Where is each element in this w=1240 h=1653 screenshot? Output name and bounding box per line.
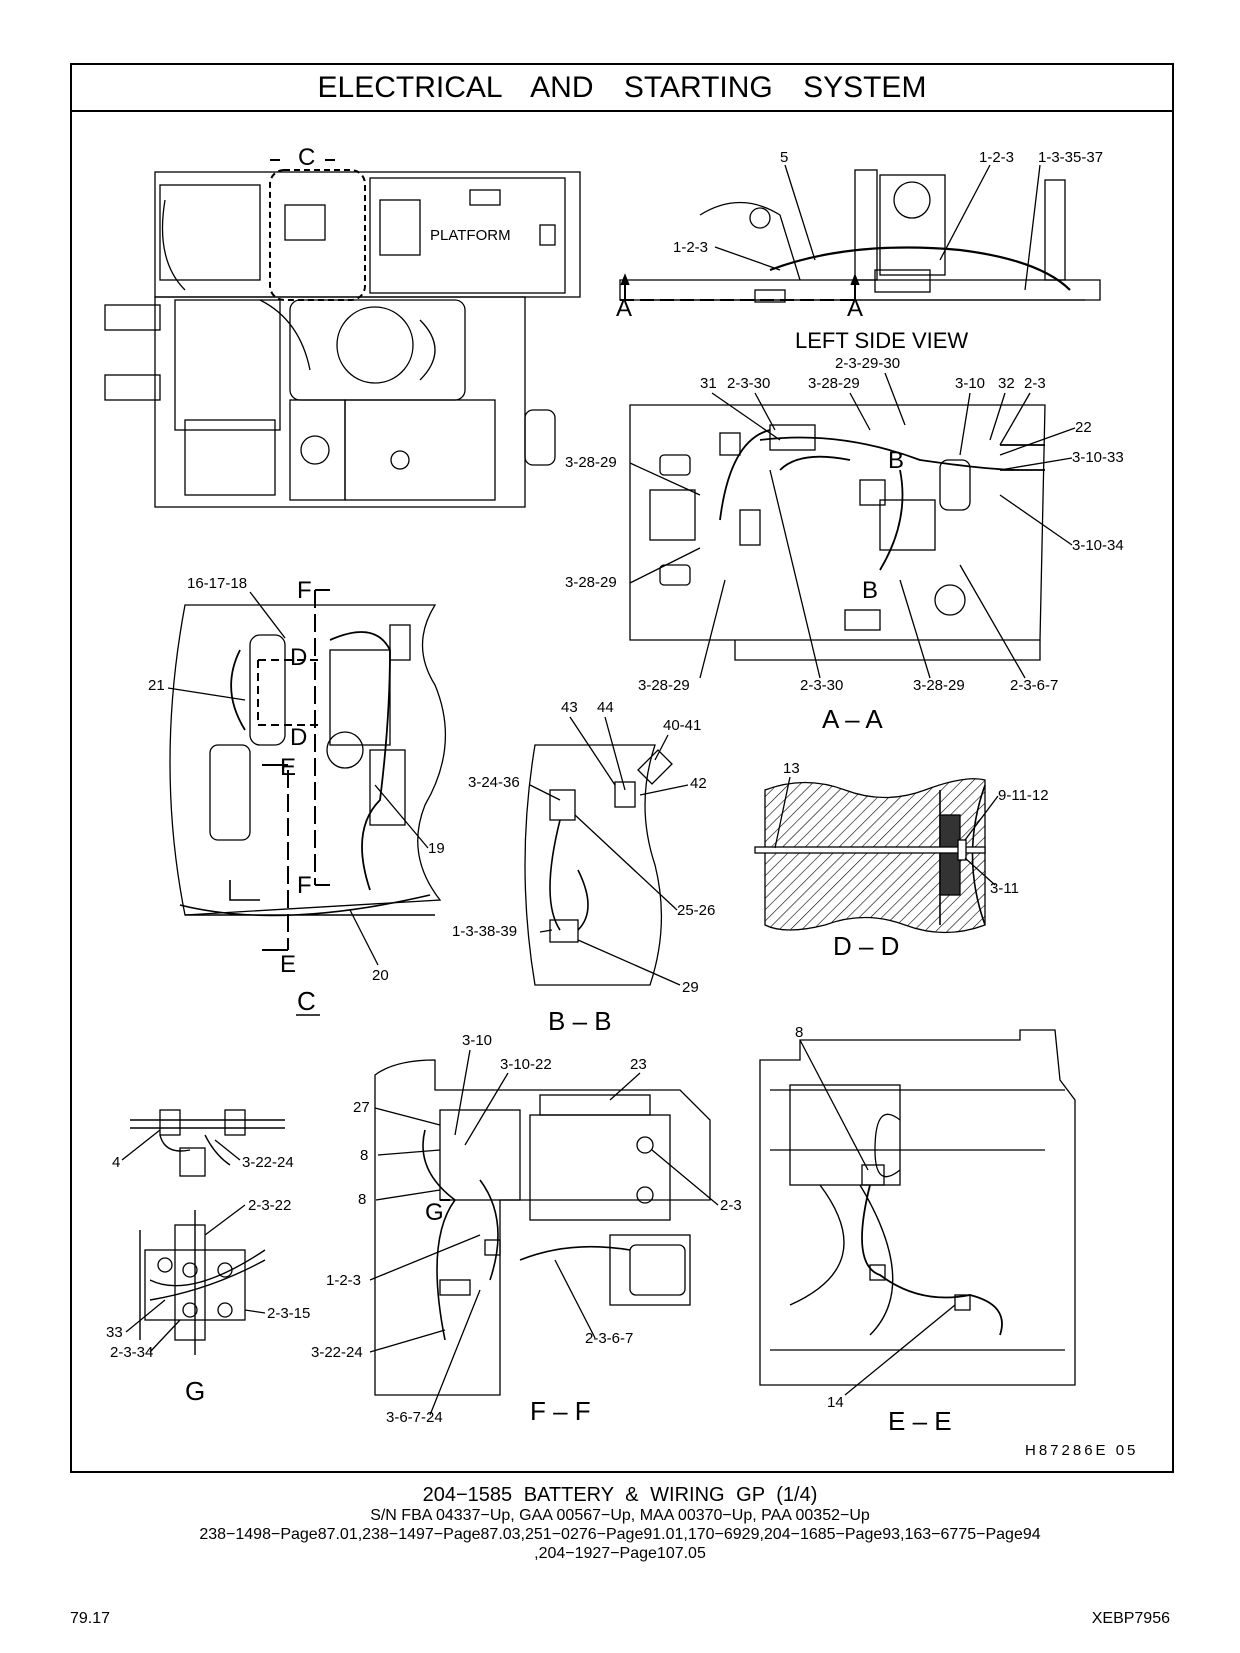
section-marker-b-1: B xyxy=(888,447,904,474)
section-marker-e-bottom: E xyxy=(280,951,296,978)
callout: 8 xyxy=(360,1147,368,1164)
section-marker-f-top: F xyxy=(297,577,312,604)
callout: 29 xyxy=(682,979,699,996)
section-marker-f-bottom: F xyxy=(297,872,312,899)
callout: 21 xyxy=(148,677,165,694)
section-bb-view xyxy=(524,744,673,986)
callout: 2-3-30 xyxy=(800,677,843,694)
callout: 40-41 xyxy=(663,717,701,734)
callout: 16-17-18 xyxy=(187,575,247,592)
callout: 8 xyxy=(358,1191,366,1208)
callout: 14 xyxy=(827,1394,844,1411)
section-marker-a-right: A xyxy=(847,295,863,322)
document-code: XEBP7956 xyxy=(1091,1610,1170,1627)
callout: 13 xyxy=(783,760,800,777)
callout: 3-28-29 xyxy=(565,574,617,591)
section-dd-view xyxy=(754,778,986,934)
callout: 20 xyxy=(372,967,389,984)
wiring-drawing: PLATFORM C A A LEFT SIDE VIEW 5 1-2-3 1-… xyxy=(104,144,1138,1459)
callout: 2-3-34 xyxy=(110,1344,153,1361)
serial-numbers: S/N FBA 04337−Up, GAA 00567−Up, MAA 0037… xyxy=(370,1507,870,1524)
section-ee-label: E – E xyxy=(888,1406,952,1436)
callout: 5 xyxy=(780,149,788,166)
page-number: 79.17 xyxy=(70,1610,111,1627)
callout: 3-22-24 xyxy=(311,1344,363,1361)
callout: 3-28-29 xyxy=(638,677,690,694)
callout: 3-28-29 xyxy=(808,375,860,392)
callout: 2-3-29-30 xyxy=(835,355,900,372)
callout: 22 xyxy=(1075,419,1092,436)
callout: 3-10-34 xyxy=(1072,537,1124,554)
callout: 8 xyxy=(795,1024,803,1041)
callout: 2-3-22 xyxy=(248,1197,291,1214)
drawing-id: H87286E 05 xyxy=(1025,1442,1138,1459)
section-marker-d-top: D xyxy=(290,644,307,671)
section-dd-label: D – D xyxy=(833,931,899,961)
callout: 3-24-36 xyxy=(468,774,520,791)
callout: 43 xyxy=(561,699,578,716)
left-side-view-label: LEFT SIDE VIEW xyxy=(795,328,968,353)
callout: 31 xyxy=(700,375,717,392)
callout: 1-2-3 xyxy=(979,149,1014,166)
callout: 2-3-15 xyxy=(267,1305,310,1322)
reference-pages-1: 238−1498−Page87.01,238−1497−Page87.03,25… xyxy=(199,1526,1041,1543)
section-marker-c-top: C xyxy=(298,144,315,171)
callout: 3-10-22 xyxy=(500,1056,552,1073)
section-aa-panel xyxy=(629,404,1046,661)
section-ff-view xyxy=(374,1059,711,1396)
section-marker-b-2: B xyxy=(862,577,878,604)
callout: 4 xyxy=(112,1154,120,1171)
callout: 3-28-29 xyxy=(913,677,965,694)
callout: 9-11-12 xyxy=(998,787,1049,804)
section-ff-label: F – F xyxy=(530,1396,591,1426)
part-title: 204−1585 BATTERY & WIRING GP (1/4) xyxy=(422,1484,818,1506)
callout: 44 xyxy=(597,699,614,716)
section-marker-a-left: A xyxy=(616,295,632,322)
callout: 3-22-24 xyxy=(242,1154,294,1171)
section-ee-view xyxy=(759,1029,1076,1386)
callout: 33 xyxy=(106,1324,123,1341)
callout: 3-11 xyxy=(990,880,1019,897)
section-g-view xyxy=(130,1109,285,1355)
section-aa-label: A – A xyxy=(822,704,883,734)
callout: 2-3-6-7 xyxy=(1010,677,1058,694)
callout: 2-3 xyxy=(1024,375,1046,392)
reference-pages-2: ,204−1927−Page107.05 xyxy=(534,1545,706,1562)
section-c-view xyxy=(169,589,447,951)
left-side-view xyxy=(619,169,1101,303)
callout: 19 xyxy=(428,840,445,857)
callout: 3-6-7-24 xyxy=(386,1409,443,1426)
callout: 2-3-6-7 xyxy=(585,1330,633,1347)
callout: 42 xyxy=(690,775,707,792)
callout: 25-26 xyxy=(677,902,715,919)
section-marker-e-top: E xyxy=(280,754,296,781)
callout: 1-3-38-39 xyxy=(452,923,517,940)
platform-label: PLATFORM xyxy=(430,227,511,244)
callout: 3-10 xyxy=(462,1032,492,1049)
callout: 3-28-29 xyxy=(565,454,617,471)
callout: 2-3 xyxy=(720,1197,742,1214)
section-marker-d-bottom: D xyxy=(290,724,307,751)
section-g-label: G xyxy=(185,1376,205,1406)
section-c-label: C xyxy=(297,986,316,1016)
page-title: ELECTRICAL AND STARTING SYSTEM xyxy=(72,65,1172,112)
callout: 23 xyxy=(630,1056,647,1073)
callout: 3-10 xyxy=(955,375,985,392)
callout: 1-2-3 xyxy=(326,1272,361,1289)
callout: 27 xyxy=(353,1099,370,1116)
drawing-frame: ELECTRICAL AND STARTING SYSTEM xyxy=(70,63,1174,1473)
section-marker-g: G xyxy=(425,1199,444,1226)
callout: 1-3-35-37 xyxy=(1038,149,1103,166)
callout: 3-10-33 xyxy=(1072,449,1124,466)
callout: 1-2-3 xyxy=(673,239,708,256)
callout: 32 xyxy=(998,375,1015,392)
section-bb-label: B – B xyxy=(548,1006,612,1036)
top-view-machine xyxy=(104,169,581,508)
callout: 2-3-30 xyxy=(727,375,770,392)
